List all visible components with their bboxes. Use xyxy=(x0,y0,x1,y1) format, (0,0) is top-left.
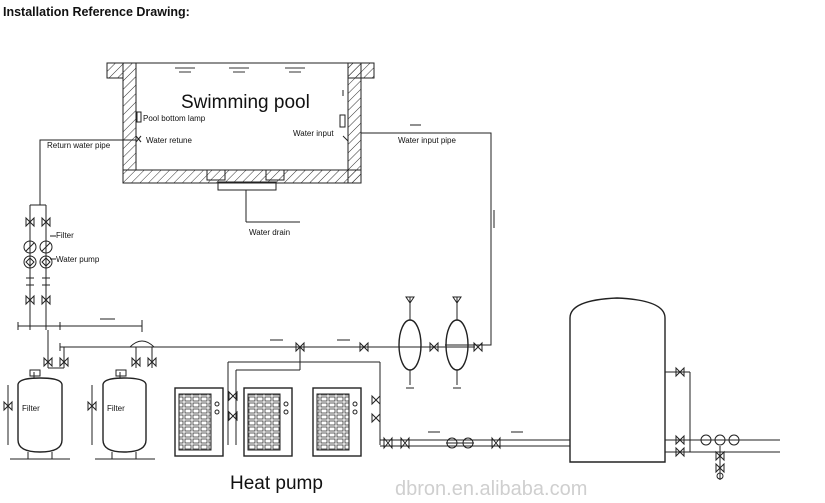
diagram-heading: Installation Reference Drawing: xyxy=(3,5,190,19)
water-retune-label: Water retune xyxy=(146,136,192,145)
heat-pump-units: Heat pump xyxy=(174,387,362,494)
pool-left-rim xyxy=(106,62,124,79)
water-input-pipe-label: Water input pipe xyxy=(398,136,457,145)
expansion-vessels xyxy=(398,296,483,389)
swimming-pool: Swimming pool Pool bottom lamp Water ret… xyxy=(106,62,375,237)
bottom-line-fittings xyxy=(383,431,523,450)
heat-pump-label: Heat pump xyxy=(230,473,323,494)
filter-small-label: Filter xyxy=(56,231,74,240)
return-water-pipe-label: Return water pipe xyxy=(47,141,111,150)
pool-bottom xyxy=(122,169,362,184)
pool-bottom-lamp-label: Pool bottom lamp xyxy=(143,114,206,123)
filter-tank-2: Filter xyxy=(87,369,155,460)
pool-right-wall xyxy=(347,62,362,184)
pump-filter-stack: Filter Water pump xyxy=(17,204,100,330)
water-input-label: Water input xyxy=(293,129,334,138)
pool-title: Swimming pool xyxy=(181,92,310,113)
water-drain-label: Water drain xyxy=(249,228,290,237)
storage-tank xyxy=(569,297,780,480)
watermark: dbron.en.alibaba.com xyxy=(395,478,587,500)
filter-tank-1-label: Filter xyxy=(22,404,40,413)
filter-tank-2-label: Filter xyxy=(107,404,125,413)
heat-pump-unit-3 xyxy=(312,387,362,457)
distribution-pipes xyxy=(43,318,570,447)
heat-pump-unit-1 xyxy=(174,387,224,457)
water-waves xyxy=(175,67,305,73)
water-pump-label: Water pump xyxy=(56,255,100,264)
filter-tank-1: Filter xyxy=(3,369,70,460)
water-input-pipe: Water input pipe xyxy=(361,124,495,346)
return-water-pipe: Return water pipe xyxy=(39,139,136,205)
heat-pump-unit-2 xyxy=(243,387,293,457)
pool-left-wall xyxy=(122,62,137,171)
